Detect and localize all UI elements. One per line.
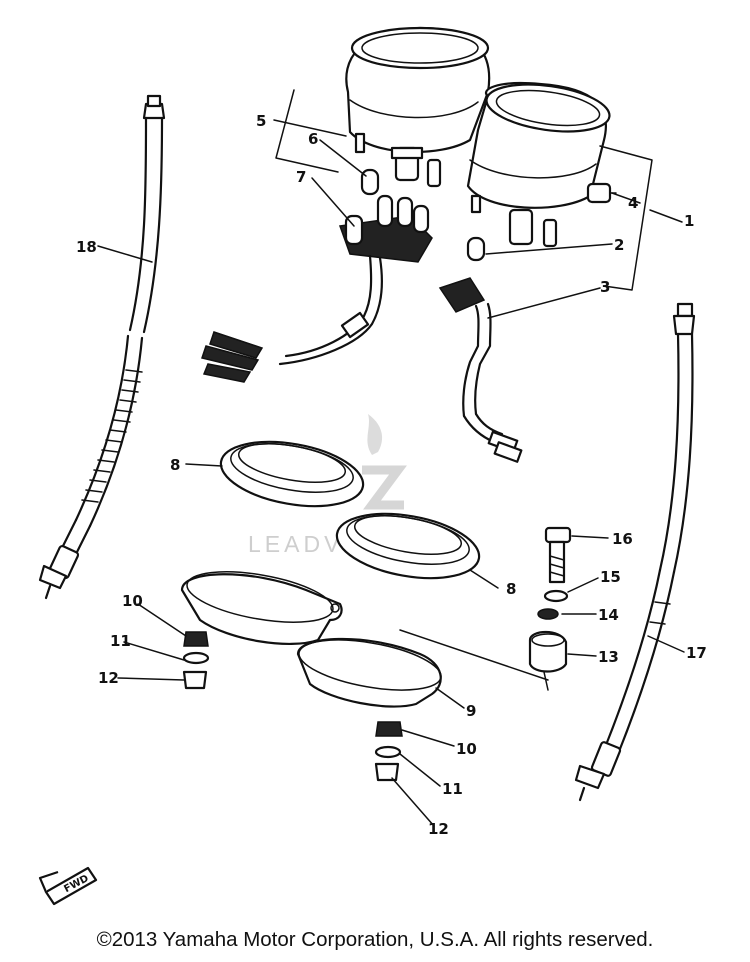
tachometer-housing: [466, 82, 617, 248]
callout-14: 14: [598, 606, 619, 624]
meter-case-right: [296, 637, 442, 708]
callout-7: 7: [296, 168, 306, 186]
bulb: [360, 168, 380, 196]
tachometer-cable: [574, 302, 696, 802]
damper-lower: [335, 512, 481, 580]
damper-upper: [219, 440, 365, 508]
callout-11b: 11: [442, 780, 463, 798]
indicator-socket: [438, 277, 523, 463]
indicator-bulb: [466, 236, 486, 262]
callout-16: 16: [612, 530, 633, 548]
callout-17: 17: [686, 644, 707, 662]
callout-8b: 8: [506, 580, 516, 598]
callout-3: 3: [600, 278, 610, 296]
meter-case-left: [180, 571, 343, 646]
callout-11a: 11: [110, 632, 131, 650]
callout-18: 18: [76, 238, 97, 256]
callout-10a: 10: [122, 592, 143, 610]
callout-4: 4: [628, 194, 638, 212]
forward-arrow-icon: FWD: [38, 866, 98, 906]
speedometer-housing: [345, 26, 491, 188]
callout-2: 2: [614, 236, 624, 254]
fastener-stack-right: [374, 721, 403, 782]
socket-cluster: [201, 194, 433, 383]
callout-5: 5: [256, 112, 266, 130]
callout-8a: 8: [170, 456, 180, 474]
callout-labels: 1 2 3 4 5 6 7 8 8 9 10 10 11 11 12 12 13…: [76, 112, 707, 838]
reset-knob: [586, 182, 612, 204]
bracket-line-9: [399, 629, 549, 691]
callout-13: 13: [598, 648, 619, 666]
callout-10b: 10: [456, 740, 477, 758]
callout-12b: 12: [428, 820, 449, 838]
mounting-bolt: [528, 526, 572, 673]
callout-1: 1: [684, 212, 694, 230]
speedometer-cable: [38, 94, 166, 600]
fastener-stack-left: [182, 631, 210, 690]
callout-9: 9: [466, 702, 476, 720]
leader-lines: [97, 119, 685, 827]
bracket-line-5: [275, 89, 339, 173]
callout-12a: 12: [98, 669, 119, 687]
callout-6: 6: [308, 130, 318, 148]
callout-15: 15: [600, 568, 621, 586]
copyright-notice: ©2013 Yamaha Motor Corporation, U.S.A. A…: [96, 928, 654, 951]
bracket-line-1: [599, 145, 653, 291]
